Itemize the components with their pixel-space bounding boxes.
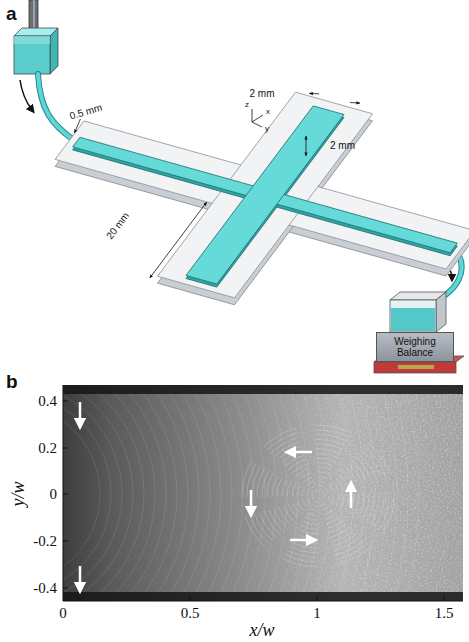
axis-title: x/w: [250, 621, 275, 639]
dimension-label: 20 mm: [105, 211, 131, 241]
tick-label: 1: [313, 606, 321, 621]
micrograph: [63, 385, 463, 601]
dimension-label: 0.5 mm: [69, 103, 104, 122]
dimension-label: 2 mm: [330, 141, 355, 151]
balance-box: Weighing Balance: [376, 332, 454, 362]
main-channel: [73, 137, 458, 252]
panel-letter: a: [6, 4, 17, 23]
axis-title: y/w: [9, 482, 27, 507]
collection-beaker: [390, 300, 436, 332]
dimension-label: 2 mm: [250, 89, 275, 99]
tick-label: 0: [50, 487, 58, 502]
axis-letter: y: [265, 125, 269, 133]
panel-letter: b: [6, 372, 18, 391]
device-schematic: [14, 0, 464, 373]
tick-label: 1.5: [435, 606, 454, 621]
dimension-marks: [74, 93, 360, 278]
flow-direction-arrows: [80, 402, 351, 588]
chip-body: [157, 92, 372, 298]
tick-label: -0.2: [33, 534, 57, 549]
flow-arrow: [20, 80, 32, 110]
axis-letter: z: [245, 101, 249, 109]
junction: [247, 187, 282, 204]
microfluidic-chip: [55, 92, 469, 305]
tick-label: 0.2: [38, 441, 57, 456]
plot-axes: [63, 385, 463, 601]
flow-image: [0, 85, 463, 642]
inlet-tube: [38, 74, 74, 140]
axis-triad: [252, 109, 263, 127]
device-label: Weighing Balance: [383, 336, 447, 358]
tick-label: 0.4: [38, 394, 57, 409]
tick-label: 0.5: [181, 606, 200, 621]
tick-label: 0: [59, 606, 67, 621]
reservoir-cube: [14, 36, 50, 74]
axis-letter: x: [266, 108, 270, 116]
balance-base: [374, 362, 456, 373]
cross-channel: [186, 106, 344, 284]
tick-label: -0.4: [33, 581, 57, 596]
